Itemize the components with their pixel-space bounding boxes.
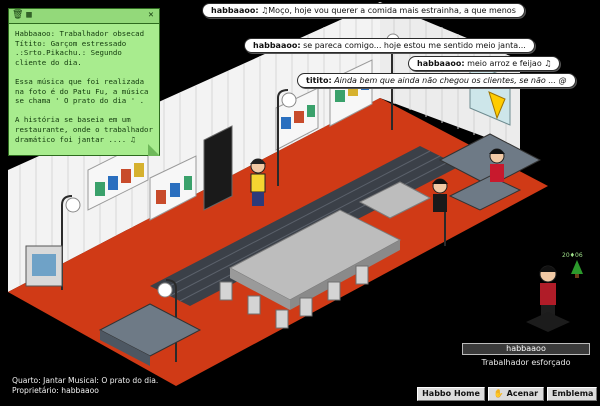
chat-bubble[interactable]: habbaaoo: meio arroz e feijao ♫ [408, 56, 561, 71]
waving-hand-icon: ✋ [493, 389, 504, 398]
chat-message: ♫Moço, hoje vou querer a comida mais est… [261, 6, 516, 15]
color-palette-icon[interactable]: ▦ [26, 10, 32, 20]
avatar-client-1[interactable] [432, 178, 448, 212]
bookshelf-middle[interactable] [149, 155, 197, 221]
sofa-bottom-left[interactable] [98, 303, 202, 366]
habbo-home-button[interactable]: Habbo Home [417, 387, 485, 401]
sticky-note-fold [148, 144, 160, 156]
avatar-waiter[interactable] [250, 158, 266, 206]
dining-table-right[interactable] [358, 181, 432, 219]
chat-message: Ainda bem que ainda não chegou os client… [334, 76, 567, 85]
chat-username: habbaaoo: [253, 41, 301, 50]
tv-set[interactable] [25, 245, 63, 287]
badge-text: 20♦06 [562, 252, 583, 259]
chat-username: habbaaoo: [211, 6, 259, 15]
chairs[interactable] [219, 265, 369, 329]
sticky-note-toolbar: 🗑 ▦ ✕ [9, 9, 159, 24]
dining-table-long[interactable] [228, 209, 402, 310]
wave-button[interactable]: ✋ Acenar [488, 387, 544, 401]
trash-icon[interactable]: 🗑 [12, 10, 24, 20]
badge-button[interactable]: Emblema [547, 387, 597, 401]
room-owner: Proprietário: habbaaoo [12, 386, 99, 395]
chat-bubble[interactable]: habbaaoo: ♫Moço, hoje vou querer a comid… [202, 3, 525, 18]
chat-bubble[interactable]: titito: Ainda bem que ainda não chegou o… [297, 73, 576, 88]
selected-user-name: habbaaoo [462, 343, 590, 355]
elevator-door[interactable] [203, 125, 233, 211]
xmas-tree-icon [571, 260, 583, 278]
chat-bubble[interactable]: habbaaoo: se pareca comigo... hoje estou… [244, 38, 535, 53]
room-name: Quarto: Jantar Musical: O prato do dia. [12, 376, 159, 385]
selected-user-motto: Trabalhador esforçado [481, 358, 571, 367]
avatar-selected-preview[interactable] [526, 265, 570, 332]
sticky-note[interactable]: 🗑 ▦ ✕ Habbaaoo: Trabalhador obsecad Títi… [8, 8, 160, 156]
chat-username: habbaaoo: [417, 59, 465, 68]
left-wall [8, 2, 380, 292]
sticky-note-text: Habbaaoo: Trabalhador obsecad Títito: Ga… [15, 29, 153, 144]
bookshelf-left[interactable] [87, 139, 149, 211]
chat-username: titito: [306, 76, 332, 85]
close-icon[interactable]: ✕ [148, 10, 154, 20]
chat-message: meio arroz e feijao ♫ [467, 59, 552, 68]
sofa-right[interactable] [438, 133, 542, 211]
avatar-client-2[interactable] [489, 148, 505, 182]
chat-message: se pareca comigo... hoje estou me sentid… [303, 41, 526, 50]
door-arrow-icon[interactable] [488, 91, 506, 120]
wave-label: Acenar [506, 389, 539, 398]
room-info: Quarto: Jantar Musical: O prato do dia. … [12, 376, 158, 396]
